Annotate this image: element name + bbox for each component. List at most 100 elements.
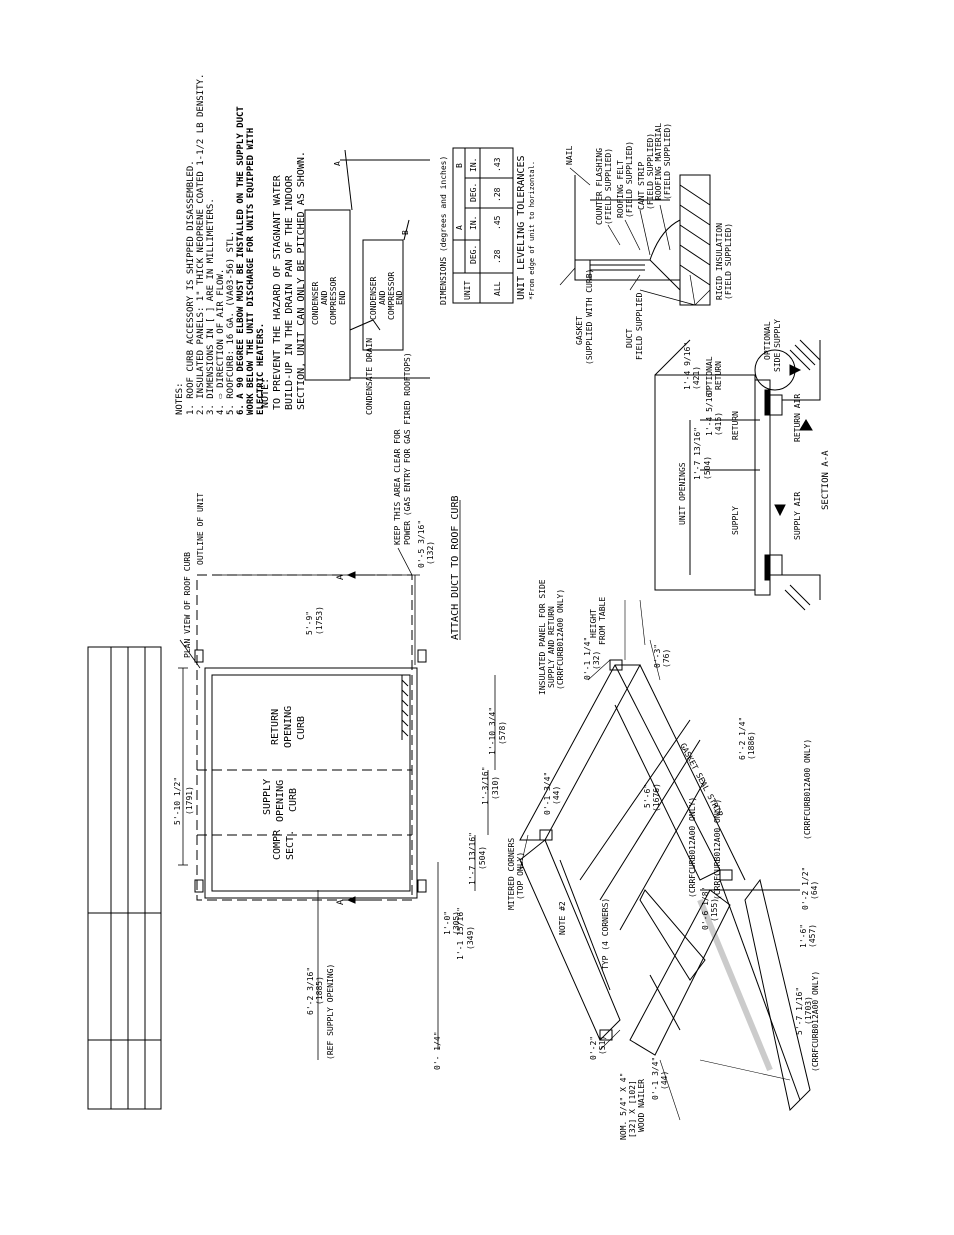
note-4: 4. ⇨ DIRECTION OF AIR FLOW.: [216, 269, 226, 415]
pitch-box2-line1: CONDENSER: [369, 276, 378, 320]
dim-1885: (1885): [315, 976, 324, 1005]
supply-air-label: SUPPLY AIR: [793, 492, 802, 540]
crrf-ref-1: (CRRFCURB012A00 ONLY): [688, 797, 697, 898]
insulated-panel-label: INSULATED PANEL FOR SIDE: [538, 579, 547, 695]
keep-clear-label: KEEP THIS AREA CLEAR FOR: [393, 429, 402, 545]
note2-line-3: SECTION, UNIT CAN ONLY BE PITCHED AS SHO…: [296, 151, 307, 410]
iso-dim-1886: (1886): [747, 731, 756, 760]
dim-578: (578): [498, 721, 507, 745]
roofing-felt-label: ROOFING FELT: [616, 160, 625, 218]
plan-view-label: PLAN VIEW OF ROOF CURB: [183, 552, 192, 658]
table-sub-in-b: IN.: [469, 158, 478, 172]
nom-nailer-label: NOM. 5/4" X 4": [619, 1073, 628, 1140]
note-2-pointer-label: NOTE #2: [558, 901, 567, 935]
iso-dim-44-b: (44): [660, 1071, 669, 1090]
keep-clear-label-2: POWER (GAS ENTRY FOR GAS FIRED ROOFTOPS): [403, 352, 412, 545]
height-table-label: FROM TABLE: [598, 597, 607, 645]
duct-label: DUCT: [625, 329, 634, 348]
iso-dim-0-2: 0'-2": [589, 1036, 598, 1060]
tolerance-table: DIMENSIONS (degrees and inches) A B UNIT…: [439, 147, 536, 305]
note-5: 5. ROOFCURB: 16 GA. (VA03-56) STL.: [226, 231, 236, 415]
table-row-deg-a: .28: [493, 249, 502, 264]
notes-block: NOTES: 1. ROOF CURB ACCESSORY IS SHIPPED…: [175, 74, 307, 415]
iso-dim-51: (51): [598, 1036, 607, 1055]
compr-sect-label-2: SECT.: [285, 830, 296, 860]
outline-unit-label: OUTLINE OF UNIT: [196, 493, 205, 565]
iso-dim-0-3: 0'-3": [653, 644, 662, 668]
note-6-line3: ELECTRIC HEATERS.: [256, 323, 266, 415]
pitch-box1-line2: AND: [320, 290, 329, 305]
iso-dim-0-2-1-2: 0'-2 1/2": [801, 867, 810, 910]
supply-opening-label-2: OPENING: [275, 780, 286, 822]
optional-return-label: OPTIONAL: [705, 356, 714, 395]
section-return-label: RETURN: [731, 411, 740, 440]
table-sub-deg-a: DEG.: [469, 245, 478, 264]
iso-dim-6-2-1-4: 6'-2 1/4": [738, 717, 747, 760]
plan-view: A A COMPR SECT. SUPPLY OPENING CURB RETU…: [173, 352, 507, 1070]
supply-opening-label-3: CURB: [288, 788, 299, 812]
section-dim-1-4-9-16: 1'-4 9/16": [683, 342, 692, 390]
optional-return-label-2: RETURN: [714, 361, 723, 390]
optional-side-label-2: SIDE SUPPLY: [773, 319, 782, 372]
iso-dim-76: (76): [662, 649, 671, 668]
dim-5-9: 5'-9": [305, 611, 314, 635]
unit-openings-label: UNIT OPENINGS: [678, 462, 687, 525]
iso-dim-5-6: 5'-6": [643, 784, 652, 808]
table-caption: UNIT LEVELING TOLERANCES: [516, 156, 527, 301]
dim-1753: (1753): [315, 606, 324, 635]
typ-corners-label: TYP (4 CORNERS): [601, 898, 610, 970]
condensate-drain-label: CONDENSATE DRAIN: [365, 338, 374, 415]
iso-dim-155: (155): [710, 898, 719, 922]
mitered-corners-label-2: (TOP ONLY): [516, 852, 525, 900]
note-3: 3. DIMENSIONS IN [ ] ARE IN MILLIMETERS.: [206, 198, 216, 415]
return-air-label: RETURN AIR: [793, 394, 802, 442]
note-6: 6. A 90 DEGREE ELBOW MUST BE INSTALLED O…: [236, 106, 246, 415]
supply-opening-label-1: SUPPLY: [262, 779, 273, 815]
compr-sect-label-1: COMPR: [272, 829, 283, 860]
crrf-ref-2: (CRRFCURB012A00 ONLY): [713, 799, 722, 900]
note-1: 1. ROOF CURB ACCESSORY IS SHIPPED DISASS…: [186, 160, 196, 415]
section-dim-415: (415): [714, 412, 723, 436]
dim-1-1-15-16: 1'-1 15/16": [456, 907, 465, 960]
note-2: 2. INSULATED PANELS: 1" THICK NEOPRENE C…: [196, 74, 206, 415]
note2-heading: NOTE:: [260, 378, 271, 408]
iso-dim-0-1-3-4-a: 0'-1 3/4": [543, 772, 552, 815]
iso-dim-0-1-1-4: 0'-1 1/4": [583, 637, 592, 680]
section-dim-1-7-13-16: 1'-7 13/16": [693, 427, 702, 480]
dim-1-0: 1'-0": [443, 911, 452, 935]
iso-dim-44-a: (44): [552, 786, 561, 805]
title-block: [87, 646, 162, 1110]
crrf-ref-4: (CRRFCURB012A00 ONLY): [811, 971, 820, 1072]
note2-line-2: BUILD-UP IN THE DRAIN PAN OF THE INDOOR: [284, 174, 295, 410]
return-opening-label-3: CURB: [296, 716, 307, 740]
crrf-ref-3: (CRRFCURB012A00 ONLY): [803, 739, 812, 840]
height-label: HEIGHT: [589, 609, 598, 638]
table-title: DIMENSIONS (degrees and inches): [439, 156, 448, 305]
iso-dim-5-7-1-16: 5'-7 1/16": [795, 987, 804, 1035]
iso-dim-1703: (1703): [804, 996, 813, 1025]
return-opening-label-2: OPENING: [283, 706, 294, 748]
iso-dim-64: (64): [810, 881, 819, 900]
isometric-curb-view: MITERED CORNERS (TOP ONLY) TYP (4 CORNER…: [507, 579, 820, 1140]
section-dim-421: (421): [692, 366, 701, 390]
roofing-felt-label-2: (FIELD SUPPLIED): [625, 141, 634, 218]
insulated-panel-label-3: (CRRFCURB012A00 ONLY): [556, 589, 565, 690]
counter-flashing-label-2: (FIELD SUPPLIED): [604, 148, 613, 225]
dim-349: (349): [466, 926, 475, 950]
duct-field-label: FIELD SUPPLIED: [635, 292, 644, 360]
notes-heading: NOTES:: [175, 382, 185, 415]
roofing-material-label-2: (FIELD SUPPLIED): [663, 123, 672, 200]
dim-504: (504): [478, 846, 487, 870]
dim-5-10-half: 5'-10 1/2": [173, 777, 182, 825]
table-row-deg-b: .28: [493, 187, 502, 202]
return-opening-label-1: RETURN: [270, 709, 281, 745]
note-6-line2: WORK BELOW THE UNIT DISCHARGE FOR UNITS …: [246, 128, 256, 415]
table-header-unit: UNIT: [463, 281, 472, 300]
pitch-box1-line4: END: [338, 290, 347, 305]
dim-6-2-3-16: 6'-2 3/16": [306, 967, 315, 1015]
dim-310: (310): [491, 776, 500, 800]
iso-dim-0-6-1-8: 0'-6 1/8": [701, 887, 710, 930]
table-row-in-b: .43: [493, 157, 502, 172]
section-a-a: UNIT OPENINGS SUPPLY RETURN SUPPLY AIR R…: [654, 319, 831, 611]
